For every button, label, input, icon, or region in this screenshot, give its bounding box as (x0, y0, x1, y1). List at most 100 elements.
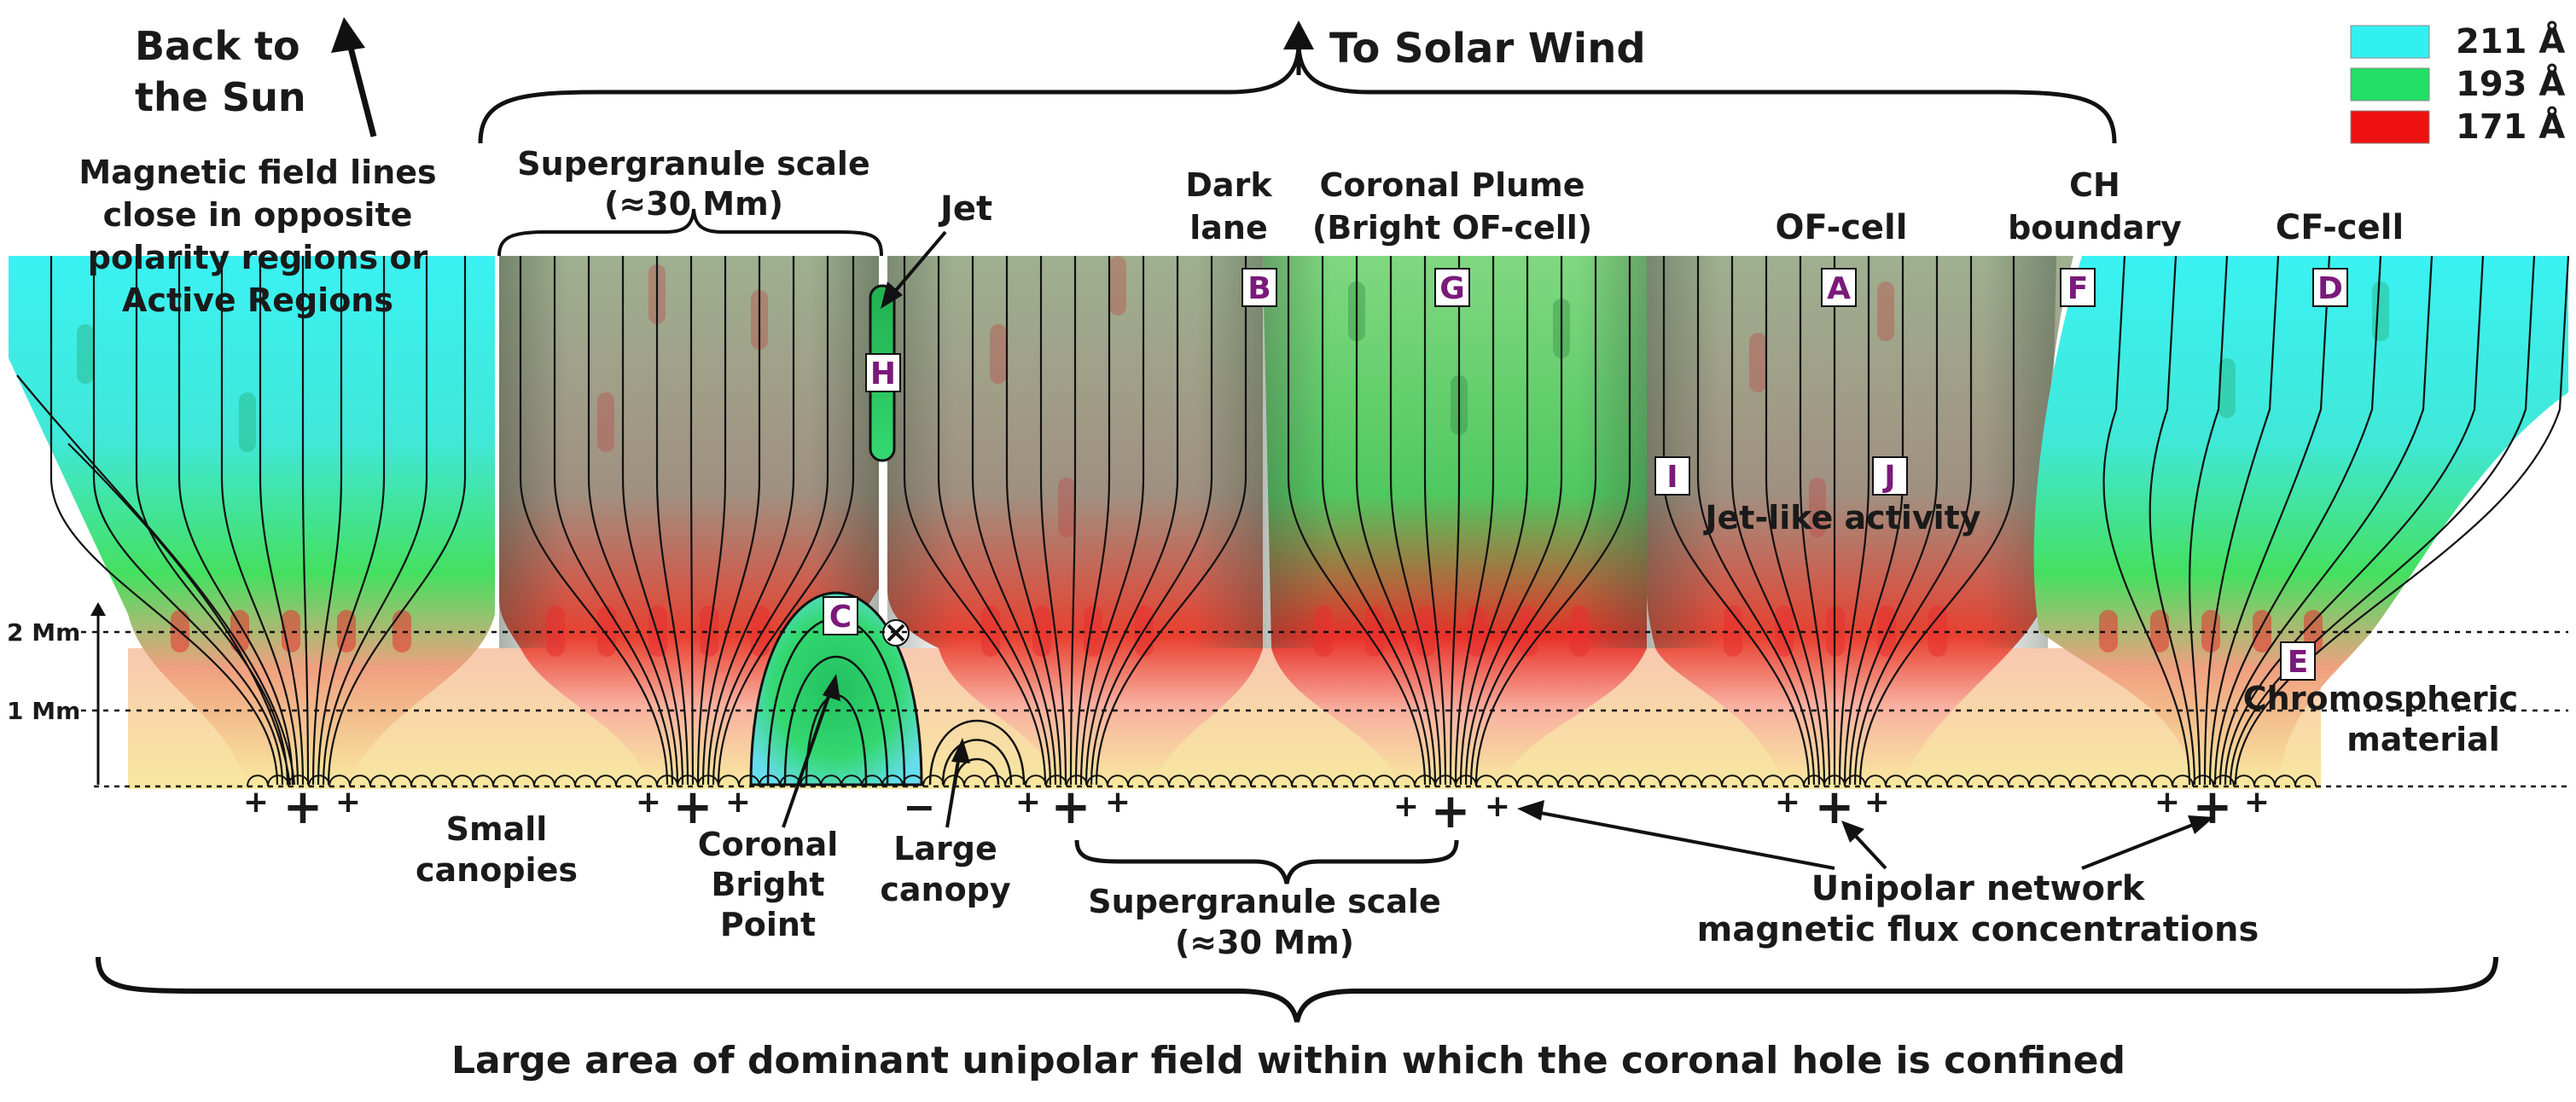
field-line (301, 256, 310, 786)
marker-box-a (1821, 268, 1857, 307)
field-line (1848, 256, 1939, 786)
marker-letter-f: F (2067, 271, 2089, 306)
polarity-marks: ++++++++++++++++++ (243, 780, 2270, 839)
field-line (1799, 256, 1831, 786)
field-line (712, 256, 829, 786)
field-line (587, 256, 679, 786)
field-line (1730, 256, 1821, 786)
field-line (1662, 256, 1811, 786)
back-to-sun-line1: Back to (135, 23, 300, 69)
svg-text:canopies: canopies (416, 851, 578, 889)
field-line (2208, 255, 2331, 786)
of-cell-shade (1647, 256, 2056, 648)
supergranule-top-line1: Supergranule scale (517, 145, 869, 183)
field-line (1074, 256, 1111, 786)
field-line (1095, 256, 1247, 786)
field-line (621, 256, 684, 786)
marker-letter-a: A (1827, 271, 1851, 306)
large-canopy-arrowhead (951, 738, 970, 763)
field-line (689, 256, 695, 786)
field-line (2203, 255, 2280, 786)
plus-polarity-small: + (636, 785, 661, 820)
field-line (16, 374, 296, 786)
svg-text:close in opposite: close in opposite (103, 196, 413, 234)
svg-text:Bright: Bright (711, 866, 824, 903)
marker-letter-b: B (1247, 271, 1271, 306)
small-canopies-label: Small canopies (416, 810, 578, 889)
field-line (971, 256, 1057, 786)
svg-text:Small: Small (446, 810, 548, 848)
field-line (67, 443, 292, 786)
field-line (322, 256, 428, 786)
dark-cell-left-shade (499, 256, 879, 648)
field-line (1838, 256, 1870, 786)
to-solar-wind-label: To Solar Wind (1329, 25, 1646, 72)
marker-box-g (1434, 268, 1470, 307)
marker-box-d (2312, 268, 2348, 307)
marker-letter-d: D (2317, 271, 2343, 306)
right-funnel (2033, 256, 2568, 785)
small-canopies-scallops (247, 774, 2317, 787)
field-line (327, 256, 467, 786)
level-2mm-label: 2 Mm (7, 618, 80, 647)
plus-polarity-small: + (335, 785, 361, 820)
legend-swatch (2350, 67, 2430, 102)
marker-box-i (1654, 456, 1690, 496)
field-line (1090, 256, 1213, 786)
field-line (1853, 256, 1973, 786)
svg-text:polarity regions or: polarity regions or (88, 239, 428, 276)
supergranule-bottom-line2: (≈30 Mm) (1175, 924, 1354, 961)
plus-polarity-large: + (283, 780, 323, 835)
plus-polarity-large: + (1051, 780, 1091, 835)
unipolar-arrowhead-left (1517, 800, 1544, 821)
cbp-label: Coronal Bright Point (698, 826, 839, 943)
field-line (553, 256, 674, 786)
bottom-caption: Large area of dominant unipolar field wi… (451, 1039, 2125, 1082)
field-line (655, 256, 689, 786)
dark-lane-line1: Dark (1185, 166, 1272, 204)
legend-label: 171 Å (2456, 105, 2565, 147)
field-line (2189, 255, 2229, 786)
field-line (1005, 256, 1062, 786)
marker-letter-i: I (1666, 460, 1678, 495)
dark-lane-line2: lane (1189, 209, 1268, 246)
back-to-sun-arrow-shaft (346, 44, 377, 137)
plus-polarity-small: + (1864, 785, 1890, 820)
field-line (2234, 255, 2570, 786)
field-line (696, 256, 727, 786)
field-line (937, 256, 1052, 786)
plus-polarity-small: + (1105, 785, 1131, 820)
svg-text:Point: Point (720, 906, 816, 943)
field-line (2229, 255, 2536, 786)
svg-text:Magnetic field lines: Magnetic field lines (79, 154, 436, 191)
marker-letter-h: H (870, 357, 896, 392)
field-line (1287, 256, 1427, 786)
field-line (92, 256, 284, 786)
svg-text:Large: Large (893, 830, 997, 867)
jet-label: Jet (938, 189, 992, 229)
field-line (1321, 256, 1432, 786)
cbp-arrow (782, 686, 834, 828)
marker-letter-c: C (829, 600, 852, 635)
supergranule-top-line2: (≈30 Mm) (604, 185, 783, 223)
field-line (1696, 256, 1816, 786)
field-line (903, 256, 1047, 786)
cf-cell-label: CF-cell (2276, 208, 2404, 247)
ch-boundary-line1: CH (2069, 166, 2120, 204)
solar-wind-arrowhead (1283, 20, 1314, 49)
field-line (701, 256, 761, 786)
field-line (1449, 256, 1461, 786)
plus-polarity-small: + (1775, 785, 1800, 820)
plus-polarity-small: + (243, 785, 269, 820)
minus-polarity: − (903, 784, 936, 830)
large-canopy-loop-2 (941, 739, 1013, 786)
unipolar-arrowhead-right (2188, 815, 2214, 834)
field-line (49, 256, 279, 786)
field-line (2149, 255, 2196, 786)
field-line (1355, 256, 1437, 786)
field-line (1069, 256, 1077, 786)
marker-box-j (1872, 456, 1908, 496)
unipolar-line2: magnetic flux concentrations (1697, 910, 2259, 949)
